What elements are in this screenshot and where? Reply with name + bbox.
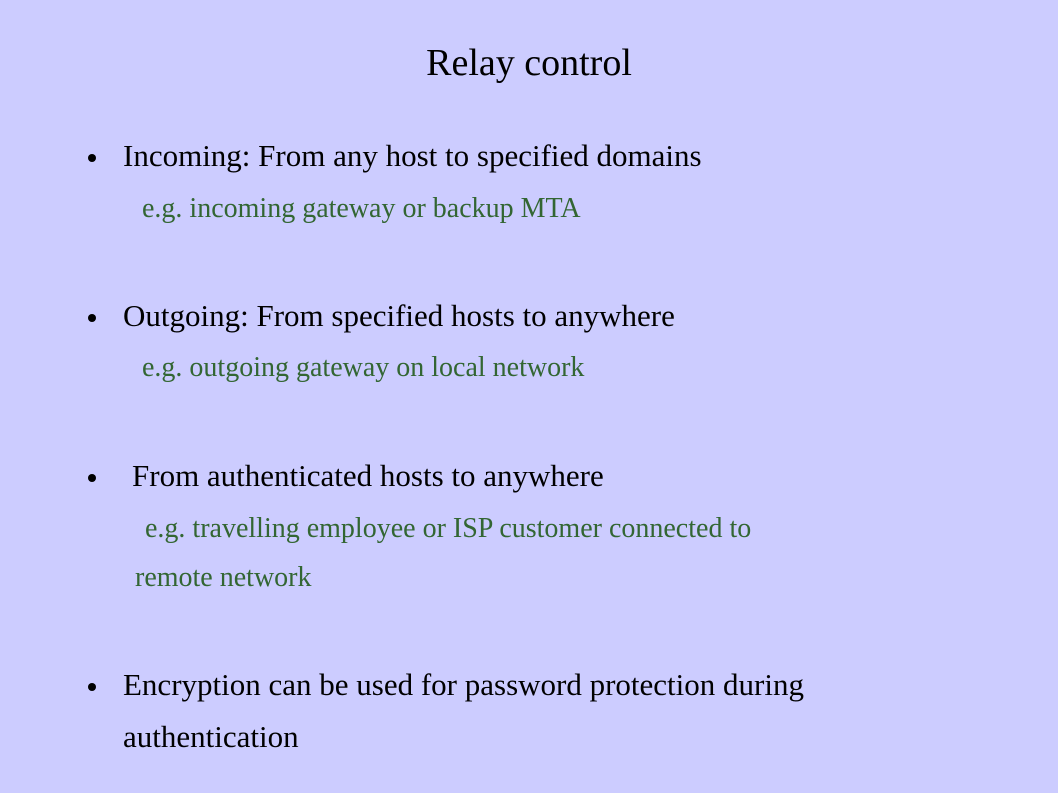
example-text: e.g. outgoing gateway on local network [142, 352, 585, 383]
bullet-text: Incoming: From any host to specified dom… [123, 138, 702, 173]
bullet-dot-icon [88, 314, 96, 322]
bullet-text: From authenticated hosts to anywhere [132, 458, 604, 493]
example-text: e.g. incoming gateway or backup MTA [142, 193, 581, 224]
example-text-line-1: e.g. travelling employee or ISP customer… [145, 513, 752, 544]
bullet-text-line-1: Encryption can be used for password prot… [123, 667, 804, 702]
bullet-dot-icon [88, 154, 96, 162]
bullet-dot-icon [88, 683, 96, 691]
slide-title: Relay control [426, 42, 632, 84]
bullet-text: Outgoing: From specified hosts to anywhe… [123, 298, 675, 333]
example-text-line-2: remote network [135, 562, 312, 593]
bullet-dot-icon [88, 474, 96, 482]
bullet-text-line-2: authentication [123, 719, 299, 754]
